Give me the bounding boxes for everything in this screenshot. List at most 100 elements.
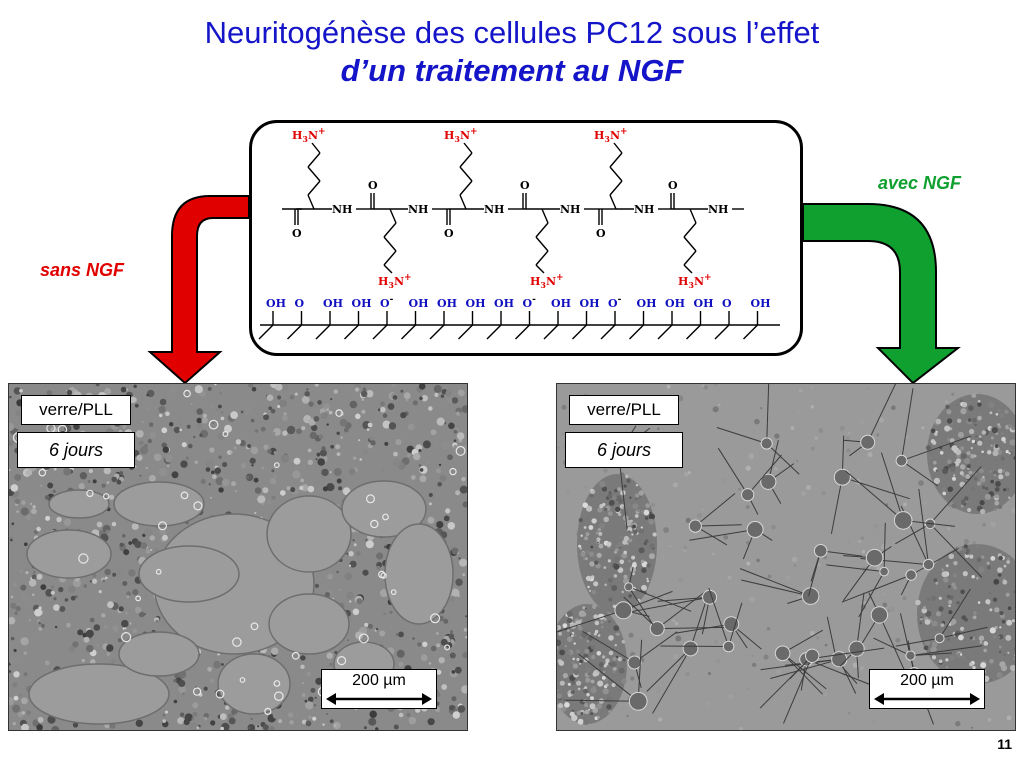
surface-hydroxyl-group: OH — [437, 297, 457, 310]
cell-speck — [311, 424, 318, 432]
cell-mat-speck — [977, 415, 982, 421]
cell-mat-speck — [961, 615, 966, 620]
carbonyl-oxygen: O — [292, 227, 302, 240]
cell-speck — [13, 648, 17, 653]
cell-speck — [352, 539, 355, 542]
cell-mat-speck — [599, 558, 605, 564]
side-chain-bond — [383, 236, 397, 252]
cell-speck — [419, 396, 423, 401]
cell-speck — [353, 543, 357, 547]
cell-mat-speck — [582, 502, 589, 508]
cell-mat-speck — [570, 690, 575, 695]
cell-mat-speck — [573, 669, 580, 676]
cell-mat-speck — [1009, 599, 1015, 606]
cell-speck — [293, 457, 301, 465]
background-grain — [814, 436, 819, 440]
cell-mat-speck — [928, 456, 932, 460]
surface-hydroxyl-group: OH — [580, 297, 600, 310]
cell-speck — [78, 483, 85, 490]
cell-mat-speck — [921, 607, 928, 614]
carbonyl-oxygen: O — [444, 227, 454, 240]
side-chain-bond — [683, 250, 697, 266]
cell-mat-speck — [992, 450, 999, 457]
cell-mat-speck — [919, 621, 922, 625]
cell-mat-speck — [988, 401, 995, 409]
bright-cell — [180, 491, 189, 500]
cell-speck — [398, 631, 404, 638]
cell-mat-speck — [1006, 560, 1011, 564]
cell-mat-speck — [593, 614, 599, 620]
cell-speck — [73, 423, 80, 430]
cell-speck — [362, 449, 368, 455]
cell-speck — [230, 411, 239, 419]
cell-speck — [462, 651, 467, 659]
neurite — [858, 571, 885, 618]
cell-mat-speck — [586, 693, 590, 697]
ammonium-group: H3N+ — [530, 273, 564, 290]
cell-speck — [451, 397, 459, 404]
cell-mat-speck — [621, 590, 624, 594]
cell-mat-speck — [628, 530, 631, 533]
side-chain-bond — [609, 180, 623, 196]
cell-speck — [25, 567, 31, 572]
bright-cell — [215, 689, 225, 699]
cell-speck — [262, 724, 269, 730]
cell-speck — [328, 410, 333, 415]
background-grain — [796, 409, 802, 415]
cell-speck — [129, 622, 132, 625]
cell-speck — [74, 595, 78, 599]
background-grain — [751, 654, 754, 658]
cell-mat-speck — [569, 711, 575, 717]
cell-speck — [257, 495, 266, 504]
cell-speck — [221, 478, 230, 487]
cell-mat-speck — [980, 662, 987, 669]
cell-mat — [557, 604, 627, 724]
cell-mat-speck — [566, 650, 571, 655]
cell-mat-speck — [618, 667, 625, 674]
cell-speck — [312, 716, 317, 721]
cell-speck — [165, 411, 170, 417]
cell-mat-speck — [596, 541, 599, 544]
surface-hydroxyl-group: OH — [352, 297, 372, 310]
cell-mat-speck — [971, 439, 976, 444]
cell-speck — [400, 412, 407, 419]
cell-speck — [112, 625, 119, 632]
side-chain-bond — [683, 236, 697, 252]
cell-speck — [92, 578, 98, 584]
cell-mat-speck — [998, 474, 1004, 480]
cell-mat-speck — [994, 500, 1000, 506]
cell-speck — [426, 460, 430, 465]
cell-mat-speck — [957, 418, 962, 423]
background-grain — [786, 575, 791, 580]
cell-speck — [370, 440, 376, 446]
cell-speck — [277, 405, 281, 408]
cell-speck — [462, 445, 467, 451]
cell-speck — [110, 658, 116, 664]
cell-speck — [403, 392, 411, 400]
background-grain — [628, 632, 634, 638]
cell-speck — [307, 485, 315, 493]
cell-mat-speck — [976, 576, 979, 580]
surface-hydroxyl-group: OH — [409, 297, 429, 310]
background-grain — [767, 574, 772, 579]
cell-speck — [346, 591, 354, 600]
background-grain — [738, 487, 741, 491]
cell-mat-speck — [596, 715, 600, 719]
bright-cell — [193, 501, 203, 511]
cell-mat-speck — [969, 554, 974, 559]
cell-speck — [322, 723, 325, 726]
background-grain — [672, 482, 678, 488]
background-grain — [838, 397, 844, 403]
cell-speck — [104, 568, 111, 576]
cell-speck — [9, 468, 11, 472]
cell-mat-speck — [590, 494, 594, 498]
cell-speck — [410, 475, 416, 480]
neurite — [690, 599, 708, 649]
cell-speck — [214, 384, 217, 386]
cell-speck — [427, 718, 435, 726]
cell-cluster — [266, 495, 352, 573]
background-grain — [856, 405, 860, 409]
cell-speck — [63, 518, 72, 526]
cell-speck — [436, 669, 442, 675]
cell-mat-speck — [611, 585, 618, 591]
